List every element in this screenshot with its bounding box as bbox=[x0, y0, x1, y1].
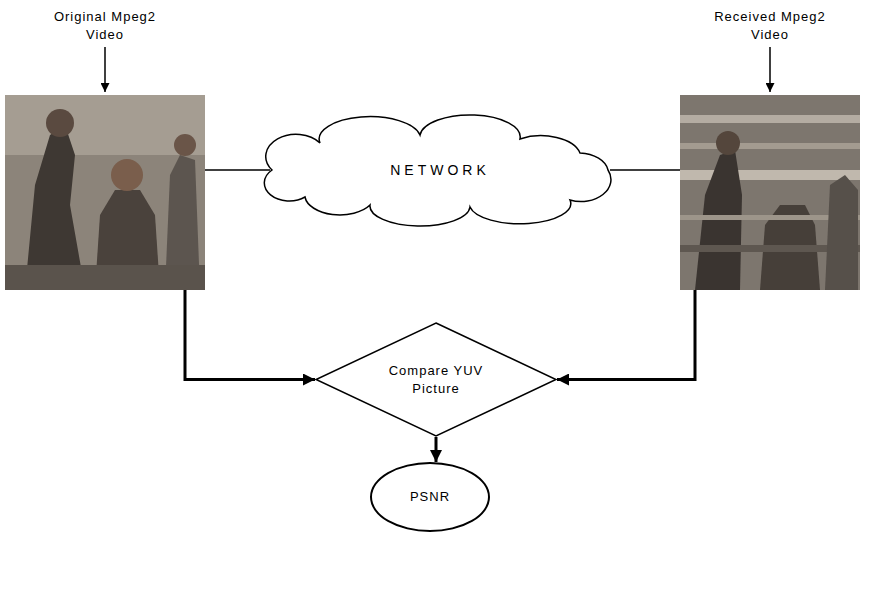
connector bbox=[610, 169, 680, 171]
video-label: Original Mpeg2 Video bbox=[5, 8, 205, 43]
node-text-box: PSNR bbox=[410, 488, 450, 506]
result-ellipse: PSNR bbox=[370, 462, 490, 532]
noise-band bbox=[680, 143, 860, 149]
figure-head bbox=[716, 131, 740, 155]
video-label-text: Original Mpeg2 Video bbox=[35, 8, 175, 43]
frame-floor bbox=[5, 265, 205, 290]
figure-shape bbox=[825, 175, 858, 290]
video-label-text: Received Mpeg2 Video bbox=[700, 8, 840, 43]
video-label-text: Received Mpeg2 Video bbox=[700, 8, 840, 43]
video-label-text: Original Mpeg2 Video bbox=[35, 8, 175, 43]
cloud-path bbox=[264, 115, 611, 226]
node-text-box: Compare YUV Picture bbox=[379, 362, 494, 397]
connector bbox=[205, 169, 270, 171]
noise-band bbox=[680, 115, 860, 123]
video-frame-area bbox=[680, 95, 860, 290]
video-source-box: Original Mpeg2 Video bbox=[5, 8, 205, 292]
figure-head bbox=[111, 159, 143, 191]
frame-wall bbox=[5, 95, 205, 155]
decision-diamond: Compare YUV Picture bbox=[315, 322, 557, 437]
video-frame-left bbox=[5, 95, 205, 290]
figure-head bbox=[46, 109, 74, 137]
node-text-box: NETWORK bbox=[390, 161, 490, 180]
connector bbox=[557, 290, 695, 380]
video-frame-area bbox=[5, 95, 205, 290]
connector bbox=[185, 290, 315, 380]
diamond-path bbox=[316, 323, 556, 436]
noise-band bbox=[680, 170, 860, 180]
figure-head bbox=[174, 134, 196, 156]
label-arrow bbox=[104, 47, 106, 92]
video-frame-right bbox=[680, 95, 860, 290]
video-label: Received Mpeg2 Video bbox=[680, 8, 860, 43]
frame-ground bbox=[680, 95, 860, 290]
result-label: PSNR bbox=[410, 488, 450, 506]
connector bbox=[435, 437, 438, 462]
frame-ground bbox=[5, 95, 205, 290]
video-received-box: Received Mpeg2 Video bbox=[680, 8, 860, 292]
label-arrow bbox=[769, 47, 771, 92]
decision-label: Compare YUV Picture bbox=[379, 362, 494, 397]
network-cloud: NETWORK bbox=[270, 125, 610, 215]
network-label: NETWORK bbox=[390, 161, 490, 180]
diamond-outline bbox=[315, 322, 557, 437]
